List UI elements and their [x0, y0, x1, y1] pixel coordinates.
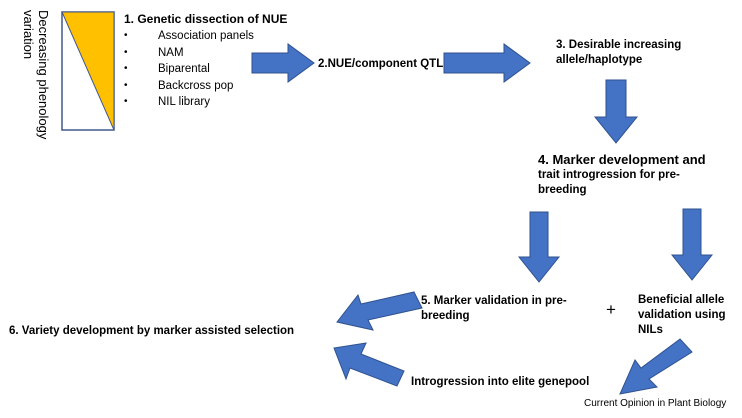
population-item: NIL library: [122, 94, 254, 111]
nil-line1: Beneficial allele: [638, 294, 725, 306]
phenology-axis-label: Decreasing phenology variation: [21, 10, 51, 139]
population-item: Association panels: [122, 28, 254, 45]
introgression-label: Introgression into elite genepool: [411, 376, 590, 388]
step3-line1: 3. Desirable increasing: [556, 39, 682, 51]
step4-line2: trait introgression for pre-: [538, 169, 680, 181]
step5-line2: breeding: [421, 310, 470, 322]
step5-label: 5. Marker validation in pre- breeding: [421, 294, 567, 324]
arrow-step4-to-nil-validation: [670, 208, 714, 281]
population-list: Association panels NAM Biparental Backcr…: [122, 28, 254, 111]
phenology-label-line1: Decreasing phenology: [36, 10, 51, 140]
population-item: Backcross pop: [122, 78, 254, 95]
step3-line2: allele/haplotype: [556, 54, 643, 66]
journal-credit: Current Opinion in Plant Biology: [584, 398, 727, 409]
nil-line2: validation using: [638, 309, 726, 321]
step6-label: 6. Variety development by marker assiste…: [9, 325, 295, 337]
plus-sign: +: [606, 300, 616, 319]
arrow-step2-to-step3: [443, 43, 531, 83]
arrow-step3-to-step4: [593, 79, 639, 144]
step4-label: 4. Marker development and trait introgre…: [538, 152, 706, 198]
step4-line1: 4. Marker development and: [538, 152, 706, 167]
arrow-step4-to-step5: [517, 211, 561, 283]
step4-line3: breeding: [538, 184, 587, 196]
nil-line3: NILs: [638, 324, 663, 336]
arrow-introgression-to-step6: [333, 342, 405, 387]
step5-line1: 5. Marker validation in pre-: [421, 295, 567, 307]
arrow-step1-to-step2: [251, 43, 315, 83]
phenology-label-line2: variation: [21, 10, 36, 60]
step2-label: 2.NUE/component QTL: [318, 58, 444, 70]
population-item: NAM: [122, 45, 254, 62]
arrow-nil-validation-to-introgression: [619, 338, 693, 395]
step3-label: 3. Desirable increasing allele/haplotype: [556, 38, 681, 68]
arrow-step5-to-step6: [336, 291, 423, 331]
step1-title: 1. Genetic dissection of NUE: [124, 12, 288, 26]
nil-validation-label: Beneficial allele validation using NILs: [638, 293, 726, 338]
population-item: Biparental: [122, 61, 254, 78]
phenology-gradient-triangle: [61, 11, 115, 131]
